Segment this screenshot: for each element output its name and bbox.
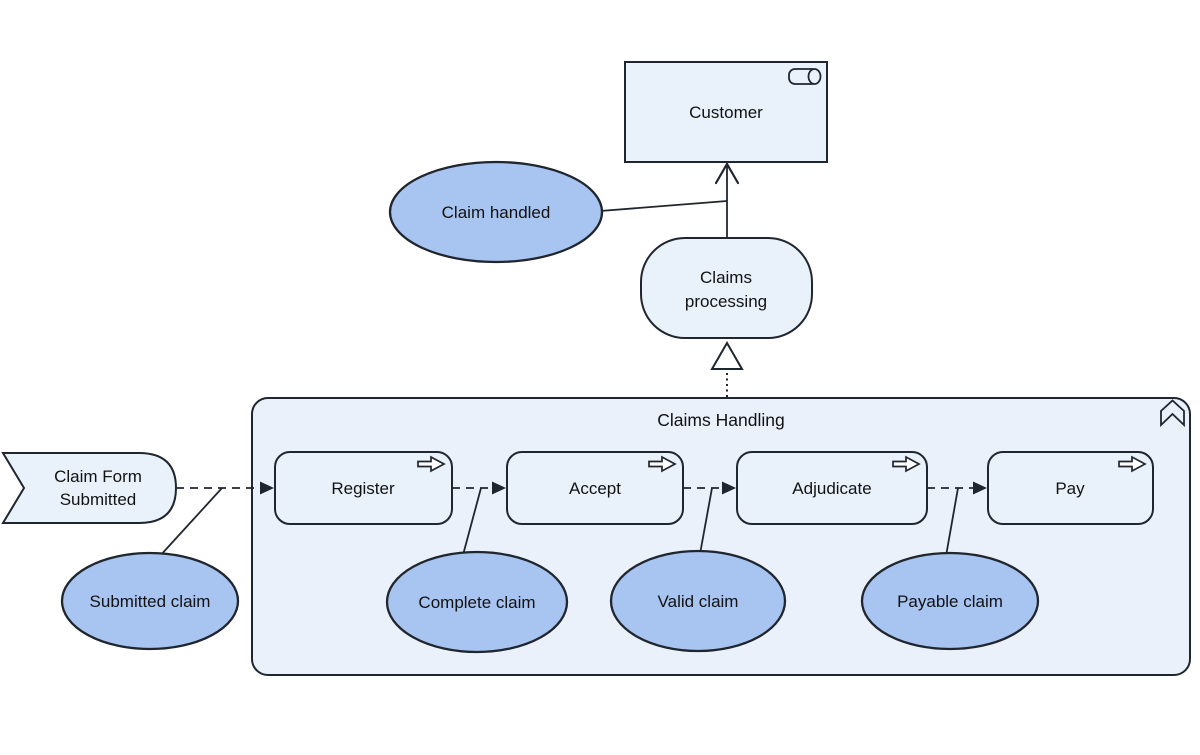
flow-connector-adjudicate-pay (927, 481, 987, 495)
valid-claim-shape (609, 549, 787, 653)
flow-connector-accept-adjudicate (683, 481, 736, 495)
filled-arrowhead (492, 481, 506, 495)
claim-form-submitted-label-line2: Submitted (60, 490, 137, 509)
payable-claim-shape (860, 551, 1040, 651)
claim-handled-label: Claim handled (442, 203, 551, 222)
hollow-triangle-arrowhead (710, 340, 744, 370)
pay-label: Pay (1055, 479, 1085, 498)
process-arrow-icon (892, 455, 921, 473)
flow-connector-event-register (176, 481, 274, 495)
customer-label: Customer (689, 103, 763, 122)
association-line-claim-handled (599, 200, 728, 212)
claims-processing-label-line1: Claims (700, 268, 752, 287)
adjudicate-node: Adjudicate (736, 451, 928, 525)
complete-claim-node: Complete claim (385, 550, 569, 654)
claim-form-submitted-label-line1: Claim Form (54, 467, 142, 486)
accept-label: Accept (569, 479, 621, 498)
claim-form-submitted-shape (1, 452, 178, 524)
open-arrowhead (714, 161, 740, 185)
chevron-up-banner-icon (1160, 399, 1185, 428)
payable-claim-node: Payable claim (860, 551, 1040, 651)
claim-form-submitted-node: Claim Form Submitted (1, 452, 178, 524)
accept-node: Accept (506, 451, 684, 525)
realization-connector (710, 340, 744, 397)
accept-shape (506, 451, 684, 525)
filled-arrowhead (722, 481, 736, 495)
pay-shape (987, 451, 1154, 525)
business-role-icon (788, 68, 822, 85)
process-arrow-icon (1118, 455, 1147, 473)
adjudicate-shape (736, 451, 928, 525)
claims-processing-label-line2: processing (685, 292, 767, 311)
complete-claim-label: Complete claim (418, 593, 535, 612)
claims-processing-shape (640, 237, 813, 339)
customer-node: Customer (624, 61, 828, 163)
flow-connector-register-accept (452, 481, 506, 495)
claims-handling-label: Claims Handling (657, 410, 784, 430)
filled-arrowhead (260, 481, 274, 495)
pay-node: Pay (987, 451, 1154, 525)
filled-arrowhead (973, 481, 987, 495)
submitted-claim-shape (60, 551, 240, 651)
register-label: Register (331, 479, 395, 498)
complete-claim-shape (385, 550, 569, 654)
association-line-valid-claim (699, 487, 713, 555)
association-line-payable-claim (945, 487, 959, 557)
association-line-submitted-claim (158, 487, 223, 558)
process-arrow-icon (648, 455, 677, 473)
valid-claim-node: Valid claim (609, 549, 787, 653)
adjudicate-label: Adjudicate (792, 479, 871, 498)
claim-handled-shape (388, 160, 604, 264)
register-node: Register (274, 451, 453, 525)
customer-shape (624, 61, 828, 163)
register-shape (274, 451, 453, 525)
association-line-complete-claim (462, 487, 482, 556)
process-arrow-icon (417, 455, 446, 473)
payable-claim-label: Payable claim (897, 592, 1003, 611)
claim-handled-node: Claim handled (388, 160, 728, 264)
submitted-claim-node: Submitted claim (60, 551, 240, 651)
claims-processing-node: Claims processing (640, 237, 813, 339)
valid-claim-label: Valid claim (658, 592, 739, 611)
submitted-claim-label: Submitted claim (90, 592, 211, 611)
